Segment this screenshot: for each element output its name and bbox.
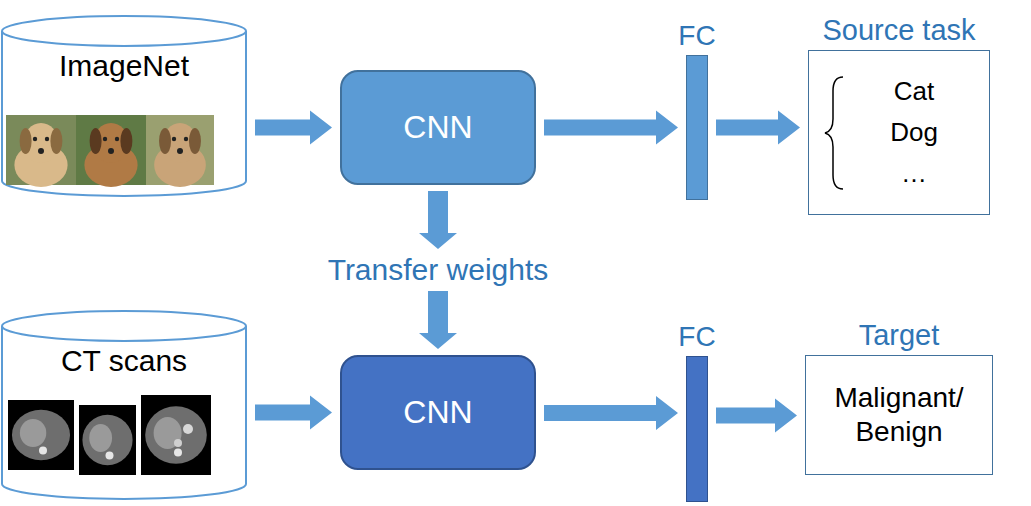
transfer-arrow	[544, 111, 678, 145]
transfer-arrow	[255, 111, 332, 145]
cylinder-body	[2, 31, 246, 196]
curly-bracket	[825, 77, 843, 189]
cnn-box: CNN	[340, 355, 536, 470]
dog-ear	[159, 128, 171, 154]
block-arrow	[255, 111, 332, 145]
ct-organ	[20, 419, 46, 447]
database-cylinder: ImageNet	[1, 15, 247, 197]
dog-nose	[108, 148, 114, 154]
ct-spine	[106, 451, 114, 459]
fc-layer-bar: FC	[686, 55, 708, 200]
database-cylinder: CT scans	[1, 310, 247, 500]
task-heading: Target	[859, 319, 940, 352]
dog-ear	[50, 128, 62, 154]
class-name: …	[901, 153, 927, 194]
edge-label: Transfer weights	[324, 253, 553, 287]
dog-eye	[115, 137, 119, 141]
transfer-arrow	[716, 111, 800, 145]
class-name: Malignant/ Benign	[816, 381, 982, 448]
block-arrow	[544, 111, 678, 145]
node-illustration	[1, 15, 247, 197]
dog-ear	[120, 128, 132, 154]
fc-layer-bar: FC	[686, 356, 708, 502]
class-name: Cat	[894, 71, 934, 112]
cnn-label: CNN	[403, 109, 472, 146]
ct-lesion	[174, 439, 182, 447]
transfer-arrow	[255, 396, 332, 430]
dog-ear	[90, 128, 102, 154]
block-arrow	[716, 399, 797, 433]
cylinder-top	[2, 311, 246, 341]
ct-body	[82, 415, 132, 465]
dog-eye	[33, 137, 37, 141]
dog-nose	[177, 148, 183, 154]
ct-lesion	[183, 424, 193, 434]
ct-background	[79, 405, 136, 475]
class-name: Dog	[890, 112, 938, 153]
ct-spine	[39, 446, 47, 454]
output-box: Source taskCatDog…	[808, 50, 990, 215]
dog-eye	[45, 137, 49, 141]
database-label: CT scans	[1, 344, 247, 378]
cnn-label: CNN	[403, 394, 472, 431]
cnn-box: CNN	[340, 70, 536, 185]
block-arrow	[255, 396, 332, 430]
dog-eye	[184, 137, 188, 141]
dog-nose	[38, 148, 44, 154]
ct-organ	[154, 417, 182, 449]
box-body: Malignant/ Benign	[806, 356, 992, 474]
block-arrow	[544, 396, 678, 430]
block-arrow	[716, 111, 800, 145]
cylinder-body	[2, 326, 246, 499]
ct-background	[8, 400, 74, 470]
block-arrow	[419, 191, 457, 249]
ct-spine	[174, 449, 182, 457]
task-heading: Source task	[822, 14, 975, 47]
dog-ear	[189, 128, 201, 154]
node-illustration	[1, 310, 247, 500]
layer-heading: FC	[678, 20, 715, 52]
ct-organ	[89, 424, 112, 452]
box-body: CatDog…	[809, 51, 989, 214]
database-label: ImageNet	[1, 49, 247, 83]
ct-background	[141, 395, 211, 475]
ct-body	[145, 406, 207, 464]
layer-heading: FC	[678, 321, 715, 353]
dog-ear	[20, 128, 32, 154]
ct-body	[12, 410, 70, 460]
block-arrow	[419, 291, 457, 349]
transfer-arrow	[544, 396, 678, 430]
cylinder-top	[2, 16, 246, 46]
dog-eye	[103, 137, 107, 141]
output-box: TargetMalignant/ Benign	[805, 355, 993, 475]
transfer-arrow	[716, 399, 797, 433]
dog-eye	[172, 137, 176, 141]
